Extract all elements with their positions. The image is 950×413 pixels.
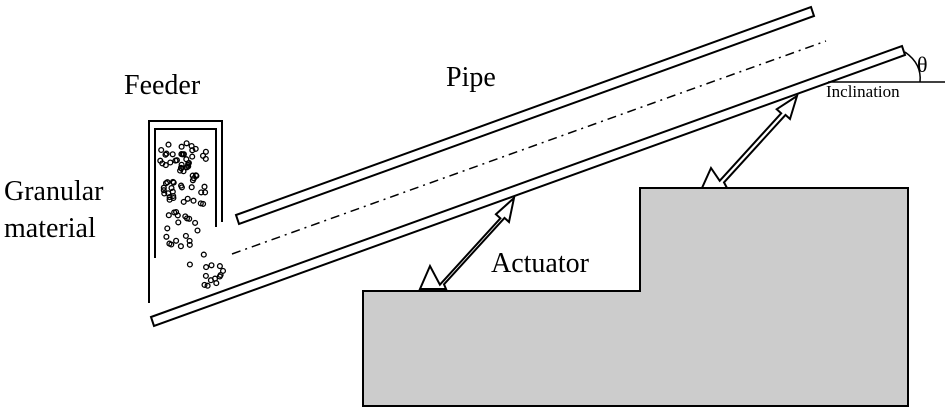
particle	[160, 187, 167, 194]
particle	[166, 196, 173, 203]
particle	[158, 146, 165, 154]
particle	[190, 197, 197, 204]
particle	[162, 151, 169, 158]
actuator-label: Actuator	[491, 248, 590, 279]
particle	[180, 198, 187, 205]
particle	[208, 262, 215, 269]
particle	[177, 243, 184, 250]
particle	[163, 233, 170, 240]
feeder-label: Feeder	[124, 70, 201, 101]
particle	[203, 264, 210, 271]
particle	[216, 273, 223, 280]
particle	[185, 163, 192, 170]
particle	[168, 184, 175, 192]
feeder-hopper	[148, 120, 223, 303]
particle	[162, 180, 170, 187]
granular-material-label-line1: Granular	[4, 176, 104, 207]
particle	[165, 212, 172, 219]
particle	[169, 178, 177, 185]
particle	[202, 189, 209, 196]
actuator-right	[700, 93, 799, 189]
pipe-upper-wall	[234, 5, 816, 226]
particle	[167, 159, 174, 166]
actuator-left	[418, 195, 516, 290]
particle	[192, 219, 199, 226]
particle	[186, 261, 193, 268]
particle	[194, 227, 201, 234]
particle	[170, 192, 177, 200]
particle	[186, 241, 193, 248]
particle	[199, 152, 207, 159]
particle	[216, 263, 223, 270]
particle	[178, 161, 185, 168]
particle	[169, 151, 176, 158]
particle	[171, 209, 178, 216]
particle	[179, 151, 186, 158]
particle	[168, 241, 175, 248]
particle	[186, 215, 193, 222]
granular-material-label-line2: material	[4, 213, 96, 244]
particle	[172, 157, 179, 164]
particle	[197, 200, 204, 207]
particle	[204, 282, 211, 289]
particle	[189, 147, 196, 154]
particle	[219, 267, 227, 274]
particle	[198, 189, 205, 196]
particle	[165, 141, 172, 148]
particle	[178, 143, 185, 150]
particle	[201, 281, 208, 288]
particle	[184, 195, 191, 202]
particle	[190, 175, 197, 182]
angle-arc	[904, 51, 921, 83]
particle	[201, 183, 208, 190]
particle	[173, 237, 180, 244]
particle	[202, 148, 209, 155]
stepped-base	[362, 187, 909, 407]
particle	[200, 251, 207, 258]
particle	[177, 167, 184, 174]
theta-label: θ	[917, 52, 928, 77]
particle	[163, 150, 170, 157]
particle	[183, 140, 190, 147]
particle	[186, 237, 193, 244]
particle	[211, 275, 219, 282]
particle	[174, 212, 181, 219]
pipe-label: Pipe	[446, 62, 496, 93]
inclination-label: Inclination	[826, 82, 900, 101]
particle	[192, 145, 199, 152]
granular-particles	[157, 140, 227, 289]
particle	[189, 153, 196, 160]
particle	[175, 219, 182, 226]
particle	[188, 184, 195, 191]
particle	[161, 190, 168, 197]
pipe-centerline	[231, 40, 827, 255]
particle	[177, 164, 185, 171]
particle	[157, 157, 164, 164]
particle	[182, 232, 189, 239]
pipe-lower-wall	[149, 44, 907, 328]
particle	[202, 272, 209, 279]
particle	[166, 194, 173, 201]
particle	[164, 225, 171, 232]
particle	[178, 184, 185, 191]
